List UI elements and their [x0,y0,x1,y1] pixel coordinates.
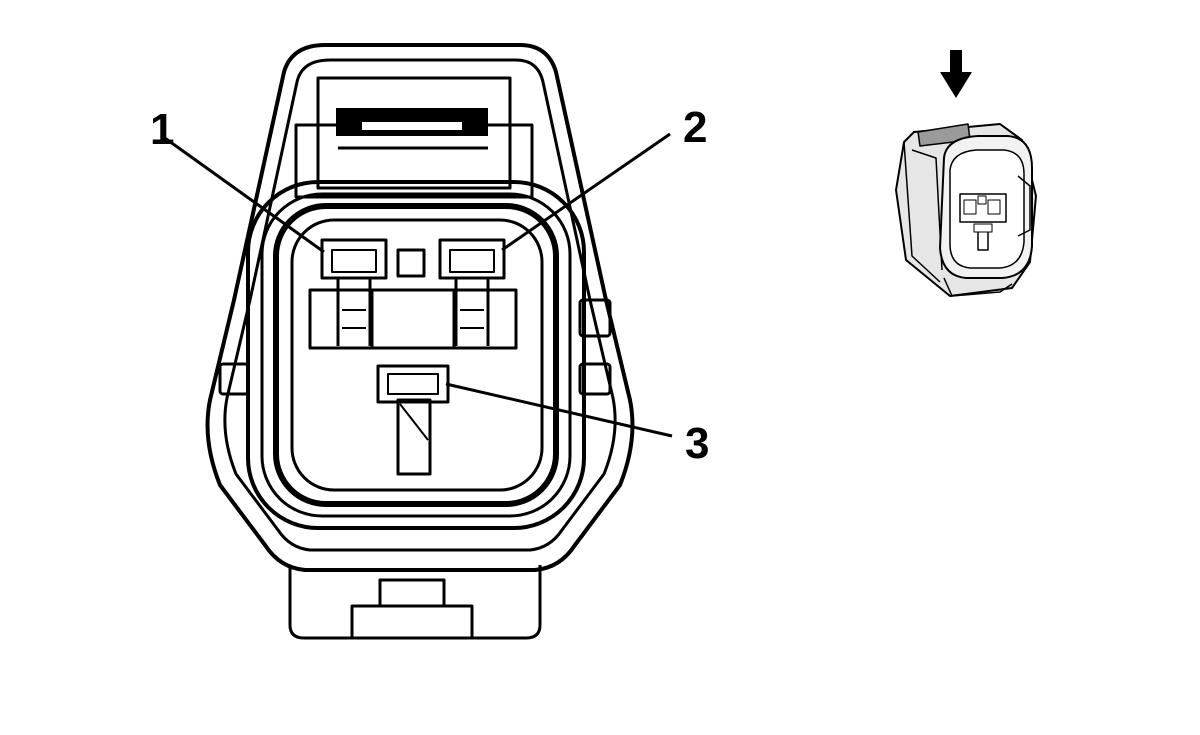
pin-3-terminal [376,364,450,476]
down-arrow-icon [940,50,972,98]
pin-2-terminal [438,238,506,346]
pin-2-label: 2 [683,103,707,152]
center-locator [396,248,426,278]
pin-1-leader [161,134,325,254]
connector-front-view [161,43,673,640]
pin-3-label: 3 [685,419,709,468]
connector-3d-icon [895,123,1037,297]
pin-3-leader [445,382,673,438]
pin-1-terminal [320,238,388,346]
pin-1-label: 1 [150,105,174,154]
pin-2-leader [501,132,671,252]
